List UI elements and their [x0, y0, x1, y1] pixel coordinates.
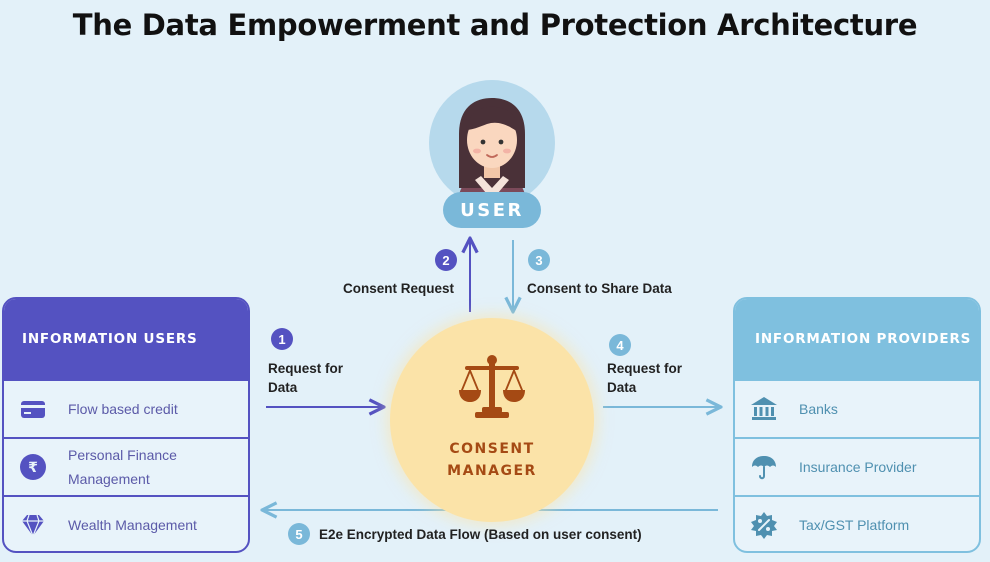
user-avatar [429, 80, 555, 206]
step-3-label: Consent to Share Data [527, 281, 672, 296]
diamond-icon [22, 514, 44, 537]
information-providers-item-label: Insurance Provider [799, 459, 917, 475]
step-4-badge: 4 [609, 334, 631, 356]
rupee-coin-icon: ₹ [20, 454, 46, 480]
step-2-label: Consent Request [343, 281, 455, 296]
scales-icon [459, 355, 525, 418]
user-avatar-icon [457, 98, 527, 206]
information-users-panel: INFORMATION USERS Flow based credit ₹ Pe… [2, 297, 250, 553]
step-4-label: Request for Data [607, 361, 683, 395]
step-1-label: Request for Data [268, 361, 344, 395]
step-2-badge: 2 [435, 249, 457, 271]
consent-manager-label: CONSENT MANAGER [390, 438, 594, 482]
information-users-item: Flow based credit [4, 379, 248, 437]
information-providers-item-label: Banks [799, 401, 838, 417]
information-providers-item: Tax/GST Platform [735, 495, 979, 551]
tax-percent-icon [751, 512, 777, 539]
information-users-heading: INFORMATION USERS [4, 299, 248, 379]
step-3-badge: 3 [528, 249, 550, 271]
svg-text:₹: ₹ [28, 460, 38, 476]
step-5-badge: 5 [288, 523, 310, 545]
information-users-item-label: Wealth Management [68, 517, 197, 533]
information-providers-panel: INFORMATION PROVIDERS Banks Insurance Pr… [733, 297, 981, 553]
information-providers-item: Insurance Provider [735, 437, 979, 495]
information-providers-heading: INFORMATION PROVIDERS [735, 299, 979, 379]
step-1-badge: 1 [271, 328, 293, 350]
consent-manager-line2: MANAGER [447, 463, 537, 479]
consent-manager-line1: CONSENT [449, 441, 535, 457]
information-users-item-label: Personal Finance Management [68, 447, 177, 487]
user-label: USER [443, 192, 541, 228]
bank-icon [751, 397, 777, 420]
information-users-item: Wealth Management [4, 495, 248, 551]
information-providers-item-label: Tax/GST Platform [799, 517, 910, 533]
umbrella-icon [752, 456, 776, 480]
consent-manager-node [390, 318, 594, 522]
information-providers-item: Banks [735, 379, 979, 437]
credit-card-icon [21, 401, 45, 418]
step-5-label: E2e Encrypted Data Flow (Based on user c… [319, 527, 642, 542]
diagram-title: The Data Empowerment and Protection Arch… [72, 8, 918, 42]
information-users-item-label: Flow based credit [68, 401, 178, 417]
information-users-item: ₹ Personal Finance Management [4, 437, 248, 495]
